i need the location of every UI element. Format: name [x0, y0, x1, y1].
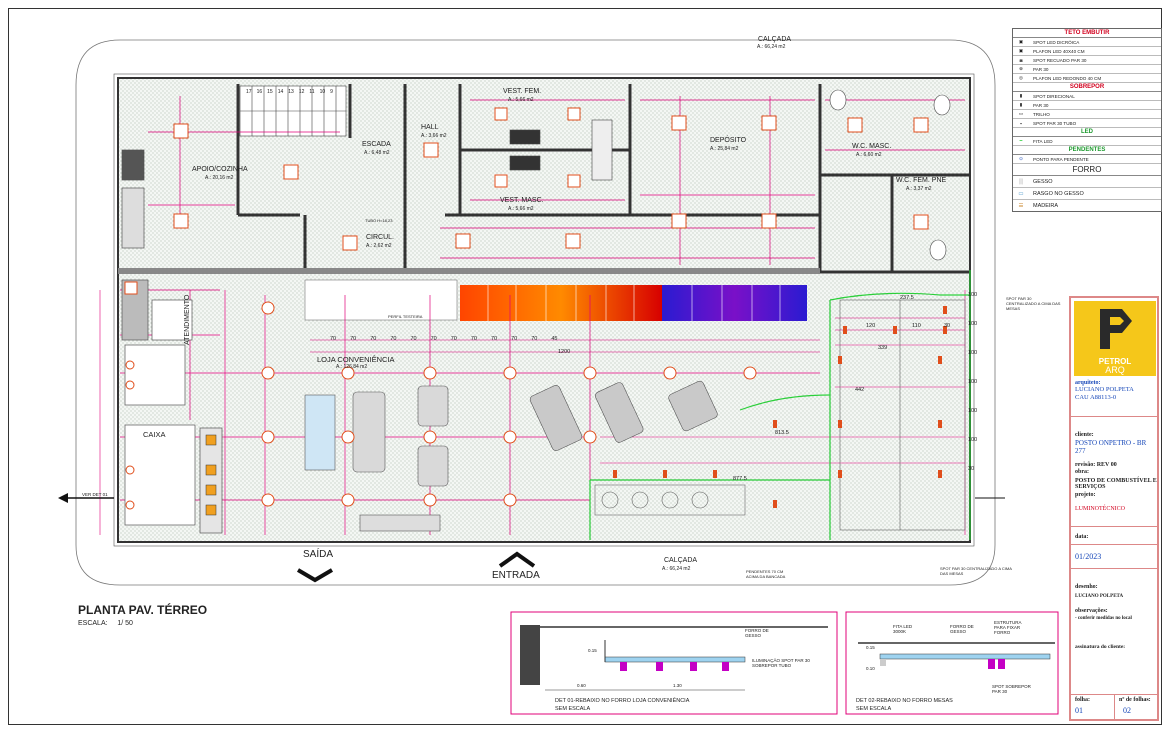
tables: [594, 299, 966, 531]
legend-item: ▭TRILHO: [1013, 110, 1161, 119]
legend-forro-list: ░GESSO ▭RASGO NO GESSO ☰MADEIRA: [1013, 176, 1161, 211]
cliente-name: POSTO ONPETRO - BR 277: [1075, 439, 1147, 455]
legend-item: ⊙PONTO PARA PENDENTE: [1013, 155, 1161, 164]
legend-pendentes: PENDENTES: [1013, 146, 1161, 155]
legend-teto-embutir: TETO EMBUTIR: [1013, 29, 1161, 38]
title-block: PETROL ARQ arquiteto: LUCIANO POLPETA CA…: [1069, 296, 1159, 721]
ceiling-lights-square: [124, 107, 929, 295]
legend-item: ▭RASGO NO GESSO: [1013, 188, 1161, 200]
legend-item: ░GESSO: [1013, 176, 1161, 188]
wc-fixtures: [509, 89, 951, 261]
drawing-sheet: [8, 8, 1162, 725]
arquiteto-label: arquiteto:: [1075, 380, 1101, 386]
round-plafon-icon: ◎: [1018, 75, 1023, 80]
service-counter: [121, 149, 223, 534]
par30-icon: ⊗: [1019, 66, 1023, 71]
directional-spot-icon: ▮: [1019, 93, 1023, 98]
nfolhas-label: nº de folhas:: [1119, 697, 1151, 703]
logo-mark-icon: [1100, 309, 1132, 349]
revisao: revisão: REV 00: [1075, 462, 1117, 468]
legend-item: ━FITA LED: [1013, 137, 1161, 146]
legend-item: ▣SPOT LED DICRÓICA: [1013, 38, 1161, 47]
dimension-lines: [99, 290, 966, 535]
obra-label: obra:: [1075, 469, 1089, 475]
legend-forro: FORRO: [1013, 164, 1161, 176]
lighting-legend: TETO EMBUTIR ▣SPOT LED DICRÓICA ▣PLAFON …: [1012, 28, 1162, 212]
recessed-spot-icon: ◙: [1019, 57, 1023, 63]
nfolhas-value: 02: [1123, 706, 1131, 715]
spot-tube-icon: ▪: [1020, 120, 1022, 126]
legend-item: ▪SPOT PAR 30 TUBO: [1013, 119, 1161, 128]
projeto-label: projeto:: [1075, 492, 1096, 498]
track-icon: ▭: [1018, 111, 1024, 116]
section-marker-icon: [58, 493, 68, 503]
staircase: [239, 85, 347, 137]
obra-value: POSTO DE COMBUSTÍVEL E SERVIÇOS: [1075, 478, 1157, 490]
led-strip-icon: ━: [1019, 138, 1023, 143]
cool-display-panels: [662, 285, 807, 321]
warm-display-panels: [460, 285, 662, 321]
legend-sobrepor: SOBREPOR: [1013, 83, 1161, 92]
ceiling-lights-round: [125, 301, 757, 510]
assinatura-label: assinatura do cliente:: [1075, 644, 1126, 650]
desenho-label: desenho:: [1075, 584, 1098, 590]
petrol-arq-logo: PETROL ARQ: [1074, 301, 1156, 376]
legend-item: ◎PLAFON LED REDONDO 40 CM: [1013, 74, 1161, 83]
pendant-point-icon: ⊙: [1019, 156, 1023, 161]
gondolas: [304, 385, 449, 532]
observacoes-label: observações:: [1075, 608, 1108, 614]
legend-item: ⊗PAR 30: [1013, 65, 1161, 74]
folha-value: 01: [1075, 706, 1083, 715]
led-strips: [589, 270, 971, 540]
arquiteto-cau: CAU A88113-0: [1075, 394, 1117, 401]
legend-led: LED: [1013, 128, 1161, 137]
saida-arrow-icon: [296, 568, 334, 583]
cliente-label: cliente:: [1075, 432, 1094, 438]
madeira-swatch-icon: ☰: [1018, 202, 1024, 209]
square-lamp-icon: ▣: [1018, 48, 1024, 53]
legend-item: ▮SPOT DIRECIONAL: [1013, 92, 1161, 101]
legend-item: ▮PAR 30: [1013, 101, 1161, 110]
square-lamp-icon: ▣: [1018, 39, 1024, 44]
detail-01-drawing: [510, 611, 838, 715]
legend-item: ◙SPOT RECUADO PAR 30: [1013, 56, 1161, 65]
folha-label: folha:: [1075, 697, 1090, 703]
detail-02-drawing: [845, 611, 1059, 715]
pendant-spots: [613, 306, 947, 508]
observacoes-value: - conferir medidas no local: [1075, 616, 1132, 621]
angled-gondolas: [529, 380, 718, 451]
rasgo-swatch-icon: ▭: [1018, 190, 1024, 197]
gesso-swatch-icon: ░: [1019, 178, 1023, 185]
legend-item: ☰MADEIRA: [1013, 200, 1161, 211]
logo-brand: PETROL: [1098, 357, 1132, 366]
site-boundary: [75, 39, 996, 586]
legend-item: ▣PLAFON LED 40X40 CM: [1013, 47, 1161, 56]
testeira-area: [304, 279, 458, 321]
entrada-arrow-icon: [498, 551, 536, 568]
data-label: data:: [1075, 534, 1089, 540]
logo-brand-sub: ARQ: [1105, 365, 1125, 375]
projeto-value: LUMINOTÉCNICO: [1075, 506, 1125, 512]
desenho-value: LUCIANO POLPETA: [1075, 594, 1124, 599]
arquiteto-name: LUCIANO POLPETA: [1075, 386, 1134, 393]
folha-divider: [1114, 694, 1115, 720]
par30-surface-icon: ▮: [1019, 102, 1023, 107]
data-value: 01/2023: [1075, 552, 1102, 561]
